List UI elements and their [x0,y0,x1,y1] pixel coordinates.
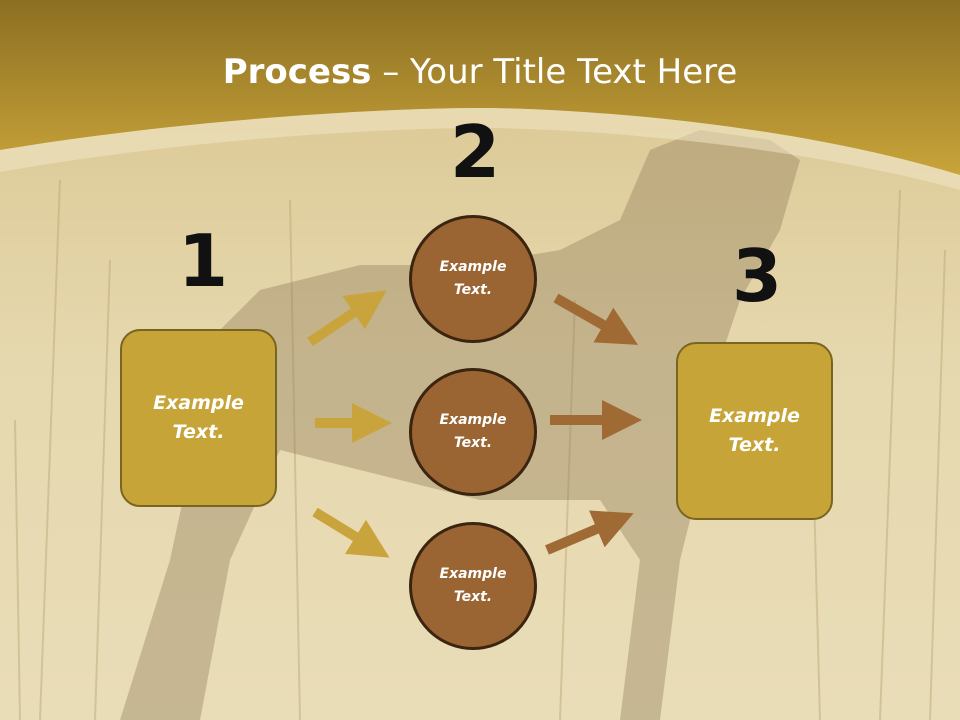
right-process-box[interactable]: Example Text. [676,342,833,520]
circle-bottom-label: Example Text. [439,566,507,605]
slide-title: Process – Your Title Text Here [0,52,960,92]
circle-middle-label: Example Text. [439,412,507,451]
arrow-bottom-to-right [545,510,634,555]
arrow-left-to-top [307,290,387,347]
right-box-label: Example Text. [709,405,800,456]
arrow-left-to-bottom [312,507,390,558]
left-box-label: Example Text. [153,392,244,443]
title-bold: Process [222,52,372,92]
circle-top-label: Example Text. [439,259,507,298]
circle-step-top[interactable]: Example Text. [409,215,537,343]
circle-step-middle[interactable]: Example Text. [409,368,537,496]
arrow-top-to-right [553,293,639,345]
step-number-1: 1 [178,219,229,303]
step-number-3: 3 [732,234,783,318]
title-rest: – Your Title Text Here [371,52,738,92]
circle-step-bottom[interactable]: Example Text. [409,522,537,650]
left-process-box[interactable]: Example Text. [120,329,277,507]
step-number-2: 2 [450,110,501,194]
